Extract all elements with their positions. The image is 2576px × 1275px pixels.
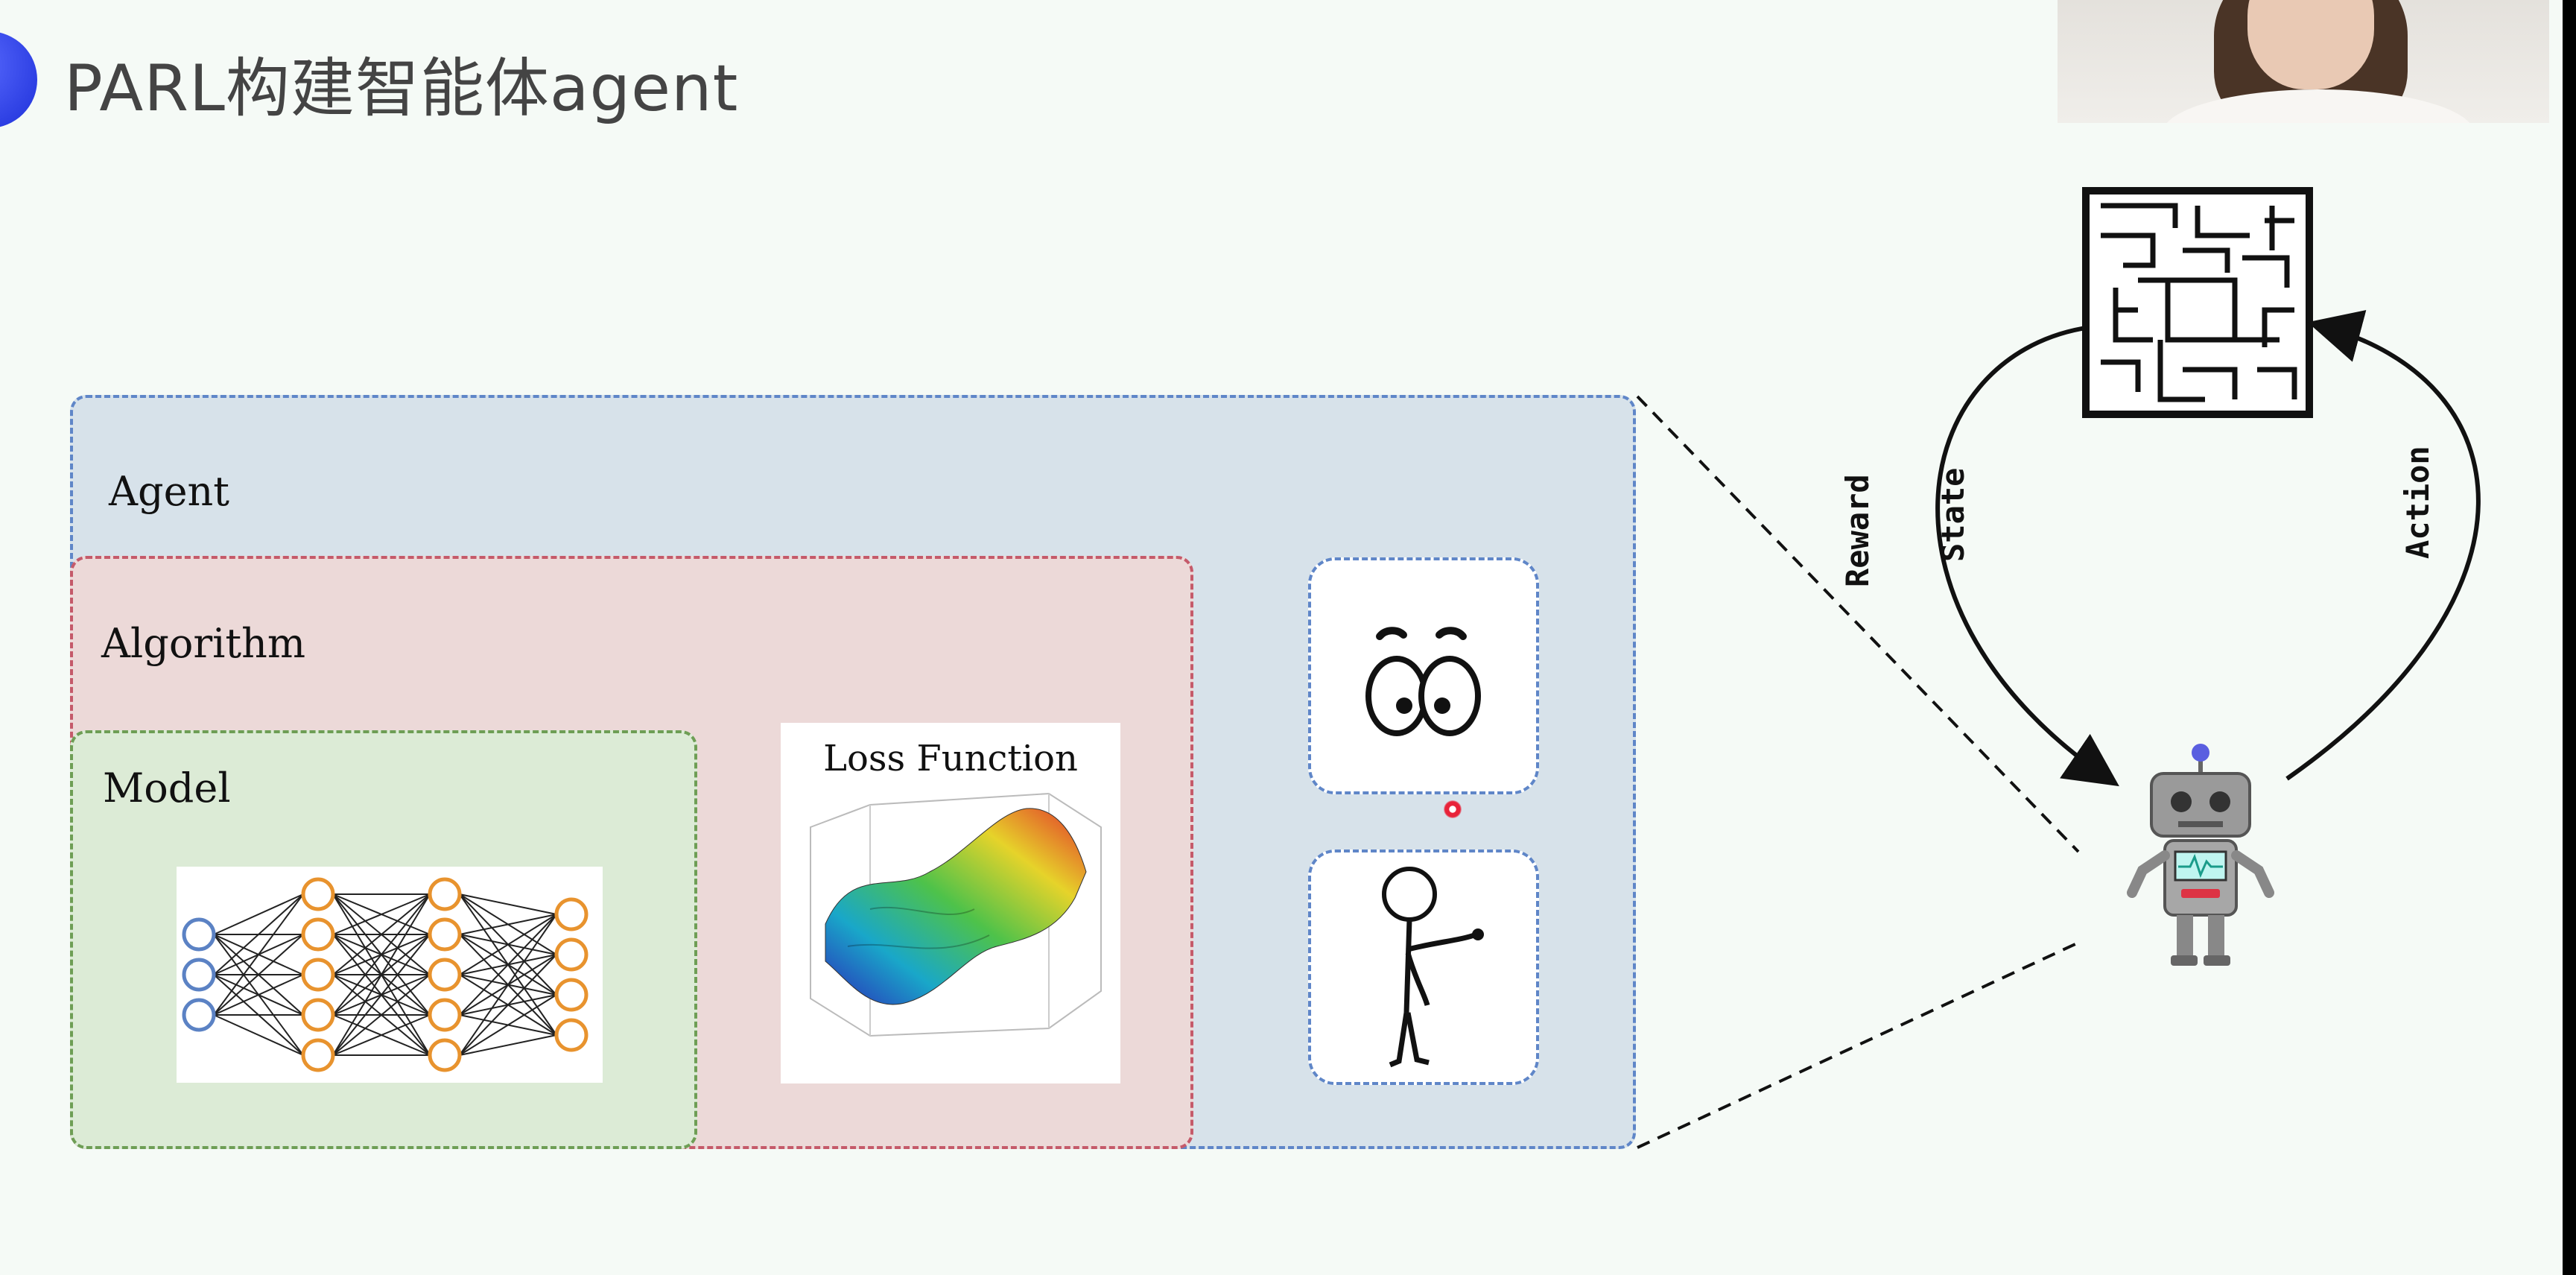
zoom-line-top xyxy=(1636,395,2080,853)
neuron-layer-3 xyxy=(554,978,589,1012)
eyes-box xyxy=(1308,557,1539,794)
neuron-layer-1 xyxy=(301,917,335,952)
model-label: Model xyxy=(103,765,231,811)
neuron-layer-3 xyxy=(554,897,589,931)
neuron-layer-0 xyxy=(182,998,216,1032)
stick-figure-icon xyxy=(1382,867,1484,1068)
state-reward-arrow xyxy=(1935,326,2119,787)
neuron-layer-1 xyxy=(301,877,335,911)
neuron-layer-2 xyxy=(428,958,462,992)
eyes-icon xyxy=(1365,627,1481,736)
neuron-layer-0 xyxy=(182,917,216,952)
stick-figure-box xyxy=(1308,850,1539,1085)
presenter-webcam xyxy=(2058,0,2549,123)
neural-network-icon xyxy=(177,867,603,1083)
loss-function-label: Loss Function xyxy=(823,738,1078,779)
neuron-layer-2 xyxy=(428,1038,462,1072)
neuron-layer-1 xyxy=(301,1038,335,1072)
neuron-layer-3 xyxy=(554,1018,589,1052)
neuron-layer-1 xyxy=(301,958,335,992)
neuron-layer-0 xyxy=(182,958,216,992)
edge-label-action: Action xyxy=(2399,446,2436,559)
agent-label: Agent xyxy=(109,468,229,515)
neuron-layer-2 xyxy=(428,917,462,952)
zoom-line-bottom xyxy=(1637,941,2079,1149)
slide-title: PARL构建智能体agent xyxy=(64,51,739,126)
action-arrow xyxy=(2285,310,2481,781)
maze-icon xyxy=(2082,187,2313,418)
algorithm-label: Algorithm xyxy=(101,620,306,667)
edge-label-state: State xyxy=(1935,468,1971,562)
robot-icon xyxy=(2127,744,2274,966)
edge-label-reward: Reward xyxy=(1839,474,1876,587)
neuron-layer-3 xyxy=(554,937,589,972)
loss-surface-plot xyxy=(810,792,1102,1037)
neuron-layer-1 xyxy=(301,998,335,1032)
loss-function-panel: Loss Function xyxy=(781,723,1120,1083)
neuron-layer-2 xyxy=(428,998,462,1032)
laser-pointer-dot xyxy=(1444,800,1462,818)
neuron-layer-2 xyxy=(428,877,462,911)
